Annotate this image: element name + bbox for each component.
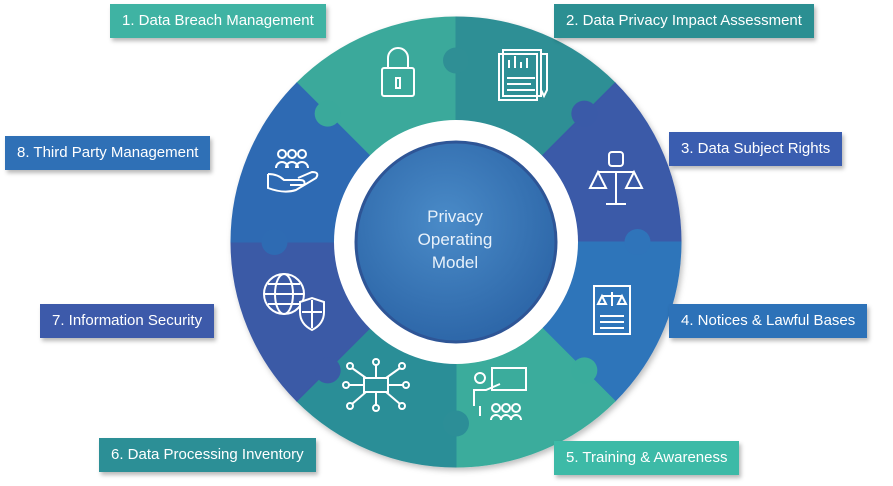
hub-circle bbox=[354, 140, 558, 344]
globe-shield-icon bbox=[263, 273, 325, 332]
label-information-security: 7. Information Security bbox=[40, 304, 215, 338]
label-data-processing-inventory: 6. Data Processing Inventory bbox=[99, 438, 316, 472]
puzzle-knob-3 bbox=[624, 229, 651, 255]
presentation-trainer-icon bbox=[473, 367, 527, 421]
puzzle-knob-8 bbox=[314, 100, 341, 127]
people-hand-icon bbox=[267, 149, 319, 193]
center-title: Privacy Operating Model bbox=[380, 205, 530, 274]
center-title-line-2: Operating bbox=[417, 230, 493, 249]
center-title-line-1: Privacy bbox=[427, 207, 483, 226]
puzzle-knob-1 bbox=[443, 47, 469, 74]
puzzle-knob-2 bbox=[571, 100, 598, 127]
label-training-awareness: 5. Training & Awareness bbox=[554, 441, 740, 475]
label-data-privacy-impact-assessment: 2. Data Privacy Impact Assessment bbox=[554, 4, 814, 38]
justice-scale-fist-icon bbox=[588, 151, 644, 205]
padlock-icon bbox=[381, 47, 415, 97]
legal-notice-icon bbox=[593, 285, 631, 335]
puzzle-knob-7 bbox=[261, 229, 288, 255]
puzzle-knob-5 bbox=[443, 410, 469, 437]
puzzle-knob-4 bbox=[571, 357, 598, 384]
label-third-party-management: 8. Third Party Management bbox=[5, 136, 211, 170]
document-chart-icon bbox=[498, 49, 548, 101]
center-title-line-3: Model bbox=[431, 253, 479, 272]
label-data-subject-rights: 3. Data Subject Rights bbox=[669, 132, 843, 166]
label-data-breach-management: 1. Data Breach Management bbox=[110, 4, 326, 38]
data-flow-hub-icon bbox=[342, 358, 410, 412]
label-notices-lawful-bases: 4. Notices & Lawful Bases bbox=[669, 304, 868, 338]
puzzle-knob-6 bbox=[314, 357, 341, 384]
